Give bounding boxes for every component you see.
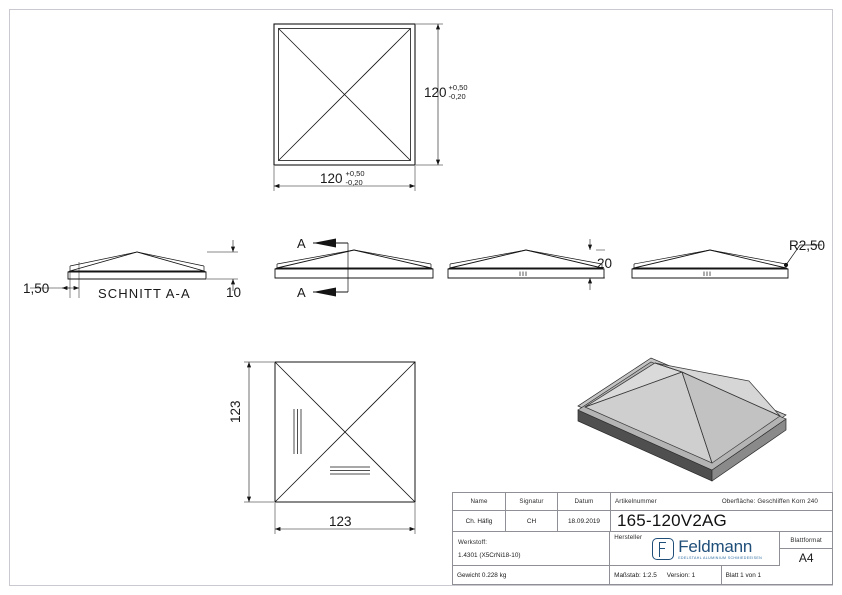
material-label: Werkstoff: [458, 538, 488, 546]
manufacturer-label: Hersteller [614, 534, 643, 542]
sheet-format-label-cell: Blattformat [780, 532, 833, 550]
sheet-border [9, 9, 833, 586]
feldmann-logo-icon [652, 538, 675, 561]
title-block-value-row: Ch. Häfig CH 18.09.2019 165-120V2AG [453, 510, 832, 533]
front-view-height [447, 239, 605, 290]
title-block: Name Signatur Datum Artikelnummer Oberfl… [452, 492, 833, 585]
scale-value: Maßstab: 1:2.5 [614, 571, 657, 579]
feldmann-logo: Feldmann EDELSTAHL ALUMINIUM SCHMIEDEEIS… [652, 538, 762, 561]
bottom-view [244, 361, 416, 534]
version-value: Version: 1 [666, 571, 696, 579]
logo-company-name: Feldmann [678, 537, 753, 557]
title-block-footer-row: Gewicht 0.228 kg Maßstab: 1:2.5 Version:… [453, 566, 832, 584]
header-name: Name [453, 493, 506, 511]
material-value: 1.4301 (X5CrNi18-10) [458, 551, 521, 559]
manufacturer-cell: Hersteller Feldmann EDELSTAHL ALUMINIUM … [610, 532, 781, 567]
value-name: Ch. Häfig [453, 510, 506, 533]
header-date: Datum [558, 493, 611, 511]
value-article-number: 165-120V2AG [611, 511, 832, 533]
isometric-view [577, 357, 787, 482]
logo-company-subtitle: EDELSTAHL ALUMINIUM SCHMIEDEEISEN [678, 555, 763, 560]
value-date: 18.09.2019 [558, 510, 611, 533]
top-view-height-dim: 120+0,50-0,20 [424, 83, 468, 101]
bottom-view-width-dim: 123 [329, 514, 352, 529]
section-edge-thickness-dim: 1,50 [23, 281, 50, 296]
section-height-dim: 10 [226, 285, 242, 300]
scale-version-cell: Maßstab: 1:2.5 Version: 1 [610, 566, 722, 584]
section-a-a-view [30, 240, 238, 298]
section-marker-a-top: A [297, 236, 306, 251]
corner-radius-dim: R2,50 [789, 238, 826, 253]
header-signature: Signatur [506, 493, 558, 511]
section-label: SCHNITT A-A [98, 286, 191, 301]
header-article-number: Artikelnummer Oberfläche: Geschliffen Ko… [611, 493, 832, 511]
top-view [273, 23, 443, 191]
title-block-header-row: Name Signatur Datum Artikelnummer Oberfl… [453, 493, 832, 511]
material-cell: Werkstoff: 1.4301 (X5CrNi18-10) [453, 532, 611, 567]
front-view-radius [631, 244, 822, 279]
front-view-section-marks [274, 238, 434, 297]
sheet-format-value-cell: A4 [798, 550, 814, 565]
front-height-dim: 20 [597, 256, 613, 271]
title-block-material-row: Werkstoff: 1.4301 (X5CrNi18-10) Herstell… [453, 532, 833, 567]
bottom-view-height-dim: 123 [228, 400, 243, 423]
value-signature: CH [506, 510, 558, 533]
section-marker-a-bottom: A [297, 285, 306, 300]
surface-finish-note: Oberfläche: Geschliffen Korn 240 [721, 497, 818, 505]
sheet-format-cell: Blattformat A4 [780, 532, 833, 566]
top-view-width-dim: 120+0,50-0,20 [320, 169, 365, 187]
feldmann-logo-text: Feldmann EDELSTAHL ALUMINIUM SCHMIEDEEIS… [678, 538, 762, 560]
sheet-count-cell: Blatt 1 von 1 [725, 571, 762, 579]
weight-cell: Gewicht 0.228 kg [453, 566, 611, 584]
